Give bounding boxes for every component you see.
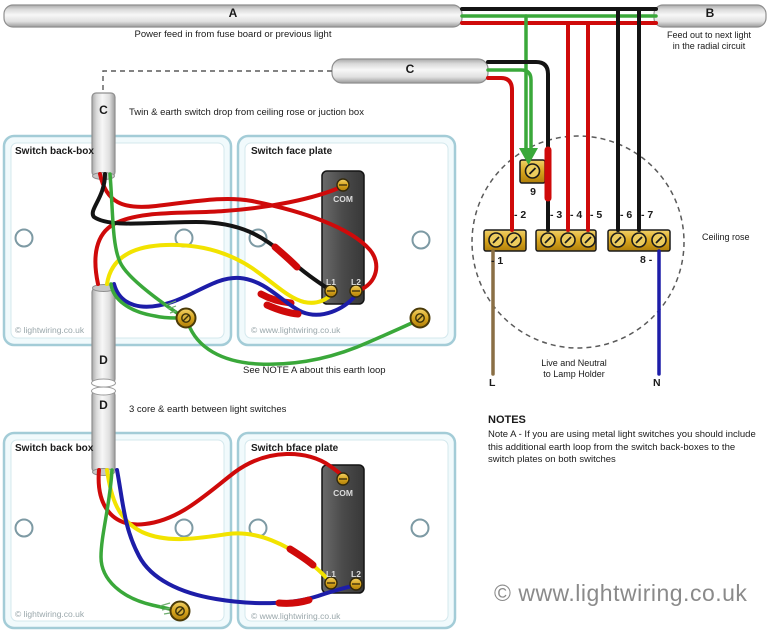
cable-b-caption-line2: in the radial circuit: [672, 41, 746, 51]
sw2-yellow-red-sleeve: [286, 545, 317, 569]
switch1-faceplate-title: Switch face plate: [251, 146, 333, 157]
sw1-earth-from-dcable: [109, 282, 179, 320]
switch2-backbox-panel: [2, 431, 233, 630]
rose-terminal4-label: - 4: [570, 209, 583, 221]
switch-wire-terminal3: [486, 60, 550, 232]
cable-a-label: A: [228, 6, 238, 20]
conduit-d-label-upper: D: [99, 353, 108, 367]
sw1-earth-from-drop: [108, 172, 182, 317]
switch1-l2-label: L2: [351, 277, 361, 287]
switch1-com-label: COM: [333, 194, 353, 204]
lamp-neutral-label: N: [653, 377, 661, 389]
ceiling-rose-title: Ceiling rose: [702, 232, 750, 242]
lamp-caption-line1: Live and Neutral: [541, 358, 607, 368]
notes-heading: NOTES: [488, 414, 526, 426]
live-drop-terminal2: [486, 76, 514, 232]
rose-screw-slots: [492, 167, 663, 244]
switch2-mechanism: [321, 464, 365, 594]
switch1-faceplate-copyright: © www.lightwiring.co.uk: [251, 325, 341, 335]
rose-terminal8-label: 8 -: [640, 254, 653, 266]
conduit-c-label: C: [99, 103, 108, 117]
sw1-blue-red-sleeve: [263, 301, 302, 318]
sw1-red-to-com: [93, 185, 343, 286]
switch1-l1-label: L1: [326, 277, 336, 287]
sw2-blue-red-sleeve: [275, 596, 313, 607]
switch1-backbox-title: Switch back-box: [15, 146, 94, 157]
earth-drop-from-c: [486, 68, 533, 152]
switch2-backbox-title: Switch back box: [15, 443, 94, 454]
between-switch-conduit-upper: [91, 284, 116, 388]
rose-terminal1-label: - 1: [491, 255, 504, 267]
earth-terminals: [159, 300, 431, 622]
sw1-black-red-sleeve: [271, 243, 301, 271]
switch2-l2-label: L2: [351, 569, 361, 579]
rose-terminal3-label: - 3: [550, 209, 563, 221]
sw2-earth-wire: [99, 468, 177, 612]
rose-terminal9-label: 9: [530, 186, 536, 198]
earth-arrow-terminal9: [519, 148, 538, 165]
switch1-backbox-copyright: © lightwiring.co.uk: [15, 325, 85, 335]
rose-terminal6-label: - 6: [620, 209, 633, 221]
sw1-backbox-earth-terminal: [175, 307, 197, 329]
switch2-backbox-copyright: © lightwiring.co.uk: [15, 609, 85, 619]
switch2-l1-label: L1: [326, 569, 336, 579]
lamp-caption-line2: to Lamp Holder: [543, 369, 605, 379]
sw1-red-to-l2: [98, 172, 379, 293]
earth-loop-note: See NOTE A about this earth loop: [243, 365, 386, 376]
switch-screw-slots: [327, 184, 360, 585]
site-watermark: © www.lightwiring.co.uk: [494, 580, 748, 606]
wiring: [90, 7, 661, 612]
switch1-mechanism: [321, 170, 365, 305]
earth-symbol-marks: [159, 300, 177, 615]
sw1-faceplate-earth-terminal: [409, 307, 431, 329]
sw1-yellow-to-l1: [105, 242, 334, 305]
cable-c-label: C: [405, 62, 415, 76]
switch1-backbox-panel: [2, 134, 233, 347]
lamp-live-label: L: [489, 377, 496, 389]
rose-terminal7-label: - 7: [641, 209, 654, 221]
cable-b-caption-line1: Feed out to next light: [666, 30, 752, 40]
switch2-faceplate-copyright: © www.lightwiring.co.uk: [251, 611, 341, 621]
switch2-faceplate-title: Switch bface plate: [251, 443, 339, 454]
cable-c-caption: Twin & earth switch drop from ceiling ro…: [129, 107, 364, 118]
conduit-d-label-lower: D: [99, 398, 108, 412]
cable-d-caption: 3 core & earth between light switches: [129, 404, 287, 415]
sw2-blue-to-l2: [115, 468, 358, 606]
sw2-backbox-earth-terminal: [169, 600, 191, 622]
rose-terminal2-label: - 2: [514, 209, 527, 221]
cable-a-caption: Power feed in from fuse board or previou…: [134, 29, 332, 40]
notes-body: Note A - If you are using metal light sw…: [488, 429, 756, 465]
rose-terminal5-label: - 5: [590, 209, 603, 221]
ceiling-rose-outline: [471, 135, 685, 349]
note-a-earth-loop: [186, 318, 420, 367]
sw2-red-to-com: [96, 451, 345, 527]
cable-b-label: B: [705, 6, 715, 20]
sw1-blue-to-l2: [112, 275, 357, 317]
cable-c-dashed-connector: [102, 70, 332, 91]
switch2-com-label: COM: [333, 488, 353, 498]
